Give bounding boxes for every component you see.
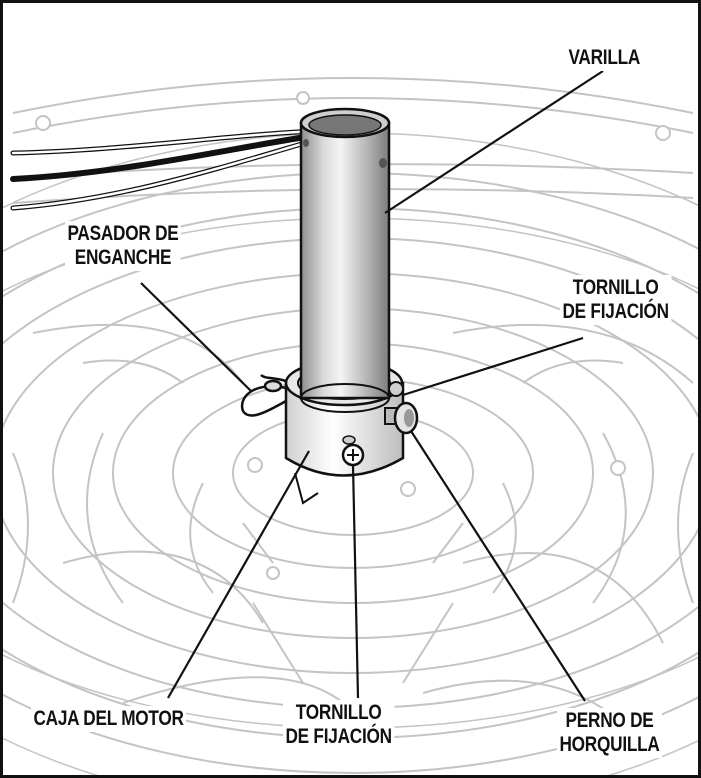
- set-screw-front: [341, 435, 365, 467]
- label-tornillo-top: TORNILLO DE FIJACIÓN: [560, 275, 672, 325]
- clevis-pin: [384, 401, 419, 435]
- label-pasador-line1: PASADOR DE: [67, 222, 179, 245]
- label-varilla-text: VARILLA: [568, 46, 641, 69]
- label-tornillo-top-line2: DE FIJACIÓN: [562, 300, 669, 323]
- label-perno: PERNO DE HORQUILLA: [557, 708, 663, 758]
- leader-tornillo-bottom: [351, 464, 360, 699]
- lead-wires: [10, 128, 351, 211]
- guard-screws: [35, 91, 671, 580]
- label-tornillo-bottom-line2: DE FIJACIÓN: [285, 725, 392, 748]
- label-pasador-line2: ENGANCHE: [74, 246, 172, 269]
- leader-varilla: [384, 70, 604, 214]
- downrod-pipe: [299, 107, 391, 413]
- leader-lines: [140, 70, 604, 702]
- leader-tornillo-top: [402, 336, 584, 397]
- set-screw-top: [388, 381, 404, 397]
- leader-pasador: [140, 282, 252, 392]
- label-perno-line2: HORQUILLA: [559, 733, 660, 756]
- label-caja-text: CAJA DEL MOTOR: [33, 707, 184, 730]
- fan-assembly-illustration: [3, 70, 698, 775]
- label-caja: CAJA DEL MOTOR: [31, 706, 187, 732]
- label-varilla: VARILLA: [566, 45, 643, 71]
- leader-perno: [410, 430, 586, 702]
- leader-caja: [167, 450, 310, 699]
- label-pasador: PASADOR DE ENGANCHE: [65, 221, 182, 271]
- label-tornillo-bottom: TORNILLO DE FIJACIÓN: [283, 700, 395, 750]
- label-tornillo-top-line1: TORNILLO: [572, 276, 659, 299]
- hairpin-clip: [240, 374, 287, 417]
- label-tornillo-bottom-line1: TORNILLO: [295, 701, 382, 724]
- label-perno-line1: PERNO DE: [565, 709, 654, 732]
